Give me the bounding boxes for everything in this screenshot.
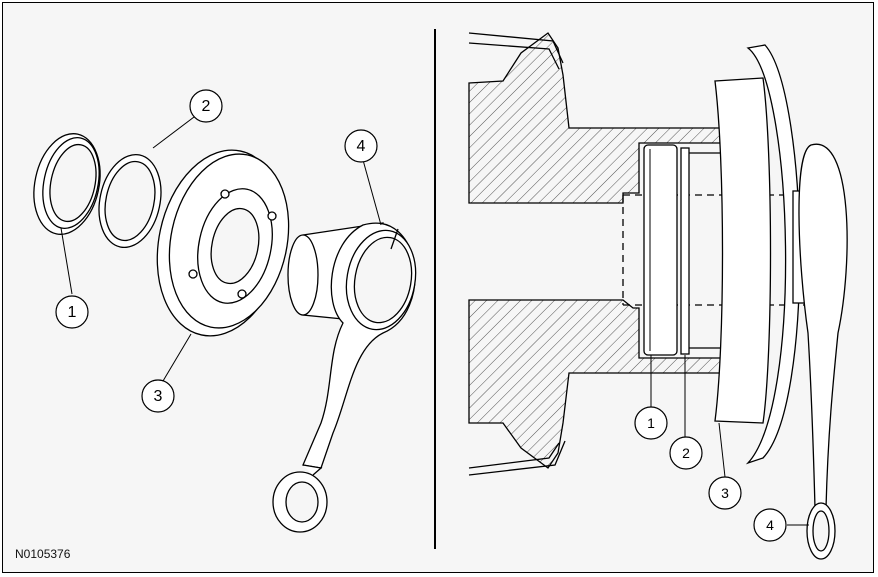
callout-label: 2 xyxy=(682,445,690,461)
exploded-retainer xyxy=(156,149,290,337)
callout-exploded-4: 4 xyxy=(344,129,378,163)
callout-exploded-3: 3 xyxy=(141,379,175,413)
housing-lower-section xyxy=(468,299,726,469)
exploded-spanner-tool xyxy=(272,222,417,533)
callout-label: 2 xyxy=(202,98,211,115)
section-spanner-tool xyxy=(792,143,848,560)
section-seal xyxy=(643,144,678,356)
callout-label: 4 xyxy=(357,138,366,155)
exploded-snap-ring xyxy=(98,153,162,249)
section-snap-ring xyxy=(680,147,690,355)
callout-section-2: 2 xyxy=(669,436,703,470)
callout-label: 1 xyxy=(647,415,655,431)
callout-label: 3 xyxy=(154,388,163,405)
section-retainer xyxy=(714,77,772,424)
callout-label: 3 xyxy=(721,485,729,501)
callout-exploded-1: 1 xyxy=(55,295,89,329)
callout-section-4: 4 xyxy=(753,508,787,542)
callout-label: 4 xyxy=(766,517,774,533)
section-view xyxy=(468,32,848,560)
diagram-canvas: 1 2 3 4 xyxy=(33,29,848,560)
figure-reference-code: N0105376 xyxy=(15,547,71,561)
callout-section-1: 1 xyxy=(634,406,668,440)
exploded-view xyxy=(33,133,417,533)
exploded-seal xyxy=(33,133,101,235)
callout-label: 1 xyxy=(68,304,77,321)
callout-section-3: 3 xyxy=(708,476,742,510)
callout-exploded-2: 2 xyxy=(189,89,223,123)
